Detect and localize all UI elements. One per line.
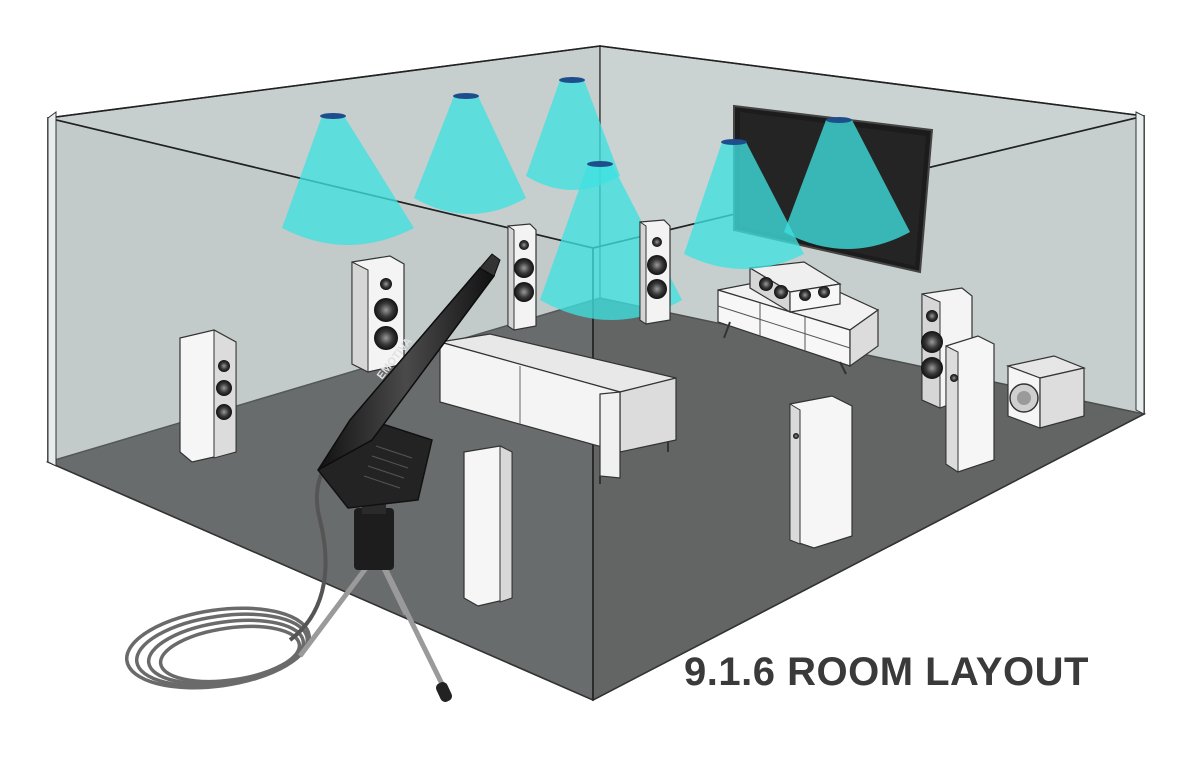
right-wall-edge	[1135, 111, 1145, 415]
height-speaker-cone	[684, 139, 804, 269]
microphone-icon: EMOTIVA	[124, 253, 501, 702]
speaker-icon-rear-left	[463, 445, 513, 607]
height-speakers	[282, 77, 910, 320]
speaker-icon-front-right-tower	[639, 219, 671, 325]
diagram-caption: 9.1.6 ROOM LAYOUT	[684, 650, 1089, 694]
height-speaker-cone	[784, 117, 910, 249]
speaker-icon-rear-right	[789, 395, 853, 549]
height-speaker-cone	[282, 113, 414, 245]
speaker-icon-center	[748, 261, 842, 314]
speaker-icon-left-wide-tower	[351, 255, 405, 373]
speaker-icon-front-left-tower	[507, 223, 537, 331]
left-wall-edge	[47, 111, 57, 467]
speaker-icon-right-surround	[945, 335, 995, 473]
subwoofer-icon	[1005, 355, 1087, 429]
height-speaker-cone	[414, 93, 526, 214]
speaker-icon-left-surround	[179, 329, 237, 463]
sofa-icon	[439, 333, 677, 484]
